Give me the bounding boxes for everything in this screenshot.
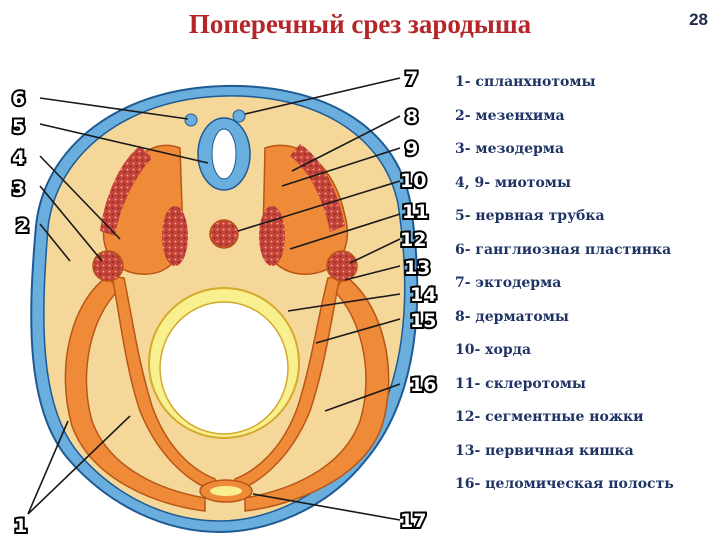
segmental-stalk-right <box>326 250 358 282</box>
legend-list: 1- спланхнотомы 2- мезенхима 3- мезодерм… <box>455 66 717 502</box>
label-6: 6 <box>12 88 25 110</box>
label-14: 14 <box>410 284 436 306</box>
splanchnotome-right <box>244 274 390 512</box>
dermatome-right <box>290 144 345 232</box>
notochord <box>209 219 239 249</box>
legend-item: 13- первичная кишка <box>455 442 634 459</box>
legend-item: 1- спланхнотомы <box>455 74 596 90</box>
legend-item: 5- нервная трубка <box>455 208 605 224</box>
label-17: 17 <box>400 510 426 532</box>
legend-item: 12- сегментные ножки <box>455 409 644 425</box>
legend-item: 7- эктодерма <box>455 275 562 291</box>
gut-lumen <box>159 301 289 435</box>
somatopleure-right <box>234 275 341 492</box>
embryo-svg: 7 8 9 10 11 12 13 14 15 16 17 6 5 4 3 2 … <box>10 66 438 539</box>
legend-item: 2- мезенхима <box>455 107 565 124</box>
label-16: 16 <box>410 374 436 396</box>
legend-item: 11- склеротомы <box>455 375 586 392</box>
dermatome-left <box>100 146 152 236</box>
label-13: 13 <box>404 257 430 279</box>
neural-crest-left <box>184 113 198 127</box>
neural-crest-right <box>232 109 246 123</box>
label-15: 15 <box>410 310 436 332</box>
label-9: 9 <box>405 138 418 160</box>
neural-canal <box>211 128 237 180</box>
label-7: 7 <box>405 68 418 90</box>
label-8: 8 <box>405 106 418 128</box>
somatopleure-left <box>111 275 216 492</box>
legend-item: 4, 9- миотомы <box>455 174 572 191</box>
legend-item: 6- ганглиозная пластинка <box>455 241 672 258</box>
label-2: 2 <box>16 215 29 237</box>
embryo-cross-section-diagram: 7 8 9 10 11 12 13 14 15 16 17 6 5 4 3 2 … <box>0 66 450 540</box>
label-11: 11 <box>402 201 428 223</box>
slide-title: Поперечный срез зародыша <box>188 9 532 39</box>
number-labels: 7 8 9 10 11 12 13 14 15 16 17 6 5 4 3 2 … <box>10 66 438 539</box>
lower-ring-lumen <box>210 486 242 496</box>
page-number: 28 <box>689 10 708 29</box>
splanchnotome-left <box>64 274 206 512</box>
label-10: 10 <box>400 170 426 192</box>
label-4: 4 <box>12 147 25 169</box>
label-3: 3 <box>12 178 25 200</box>
myotome-left <box>162 206 188 266</box>
legend-item: 3- мезодерма <box>455 141 565 157</box>
label-5: 5 <box>12 116 25 138</box>
label-12: 12 <box>400 229 426 251</box>
leader-lines <box>27 77 401 521</box>
legend-item: 16- целомическая полость <box>455 476 674 492</box>
legend-item: 10- хорда <box>455 342 532 358</box>
legend-item: 8- дерматомы <box>455 308 569 325</box>
myotome-right <box>259 206 285 266</box>
label-1: 1 <box>14 515 27 537</box>
